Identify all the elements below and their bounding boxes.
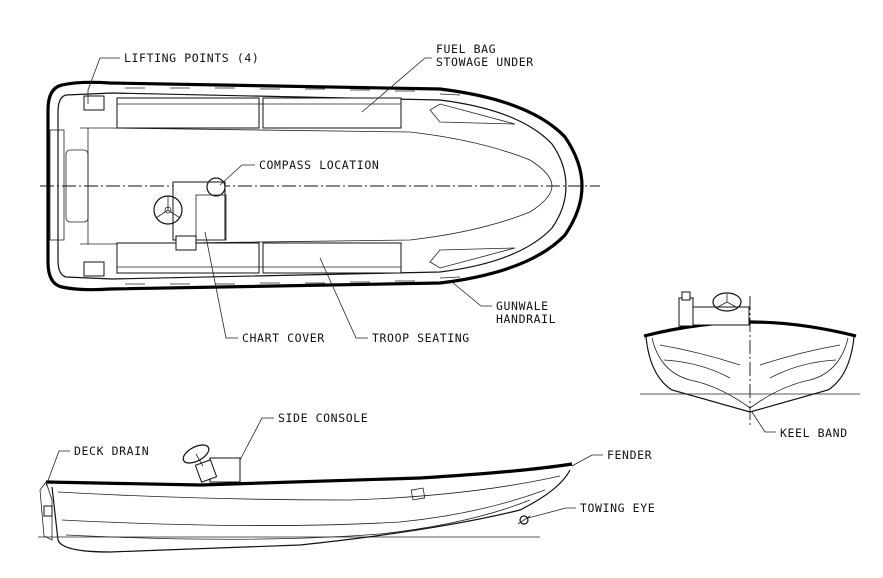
leader-lifting-points	[87, 57, 120, 104]
side-view: SIDE CONSOLE DECK DRAIN FENDER TOWING EY…	[38, 411, 655, 553]
label-gunwale-2: HANDRAIL	[496, 312, 556, 326]
label-towing-eye: TOWING EYE	[580, 501, 655, 515]
plan-transom	[49, 129, 65, 241]
plan-seat-top-fwd	[262, 97, 402, 129]
plan-hull-outline	[46, 80, 584, 292]
leader-chart-cover	[204, 231, 238, 339]
plan-handrail-bottom	[125, 276, 461, 285]
end-chine-left	[659, 344, 741, 366]
end-view: KEEL BAND	[640, 291, 860, 440]
plan-view: LIFTING POINTS (4) FUEL BAG STOWAGE UNDE…	[40, 42, 600, 345]
label-lifting-points: LIFTING POINTS (4)	[124, 51, 259, 65]
plan-seat-top-aft	[116, 97, 260, 129]
plan-compass	[206, 177, 226, 197]
label-keel-band: KEEL BAND	[780, 426, 848, 440]
side-towing-eye-mount	[517, 515, 531, 525]
plan-lifting-point-1	[83, 95, 105, 111]
plan-bow-strake-bottom	[429, 247, 516, 269]
side-hull-bottom	[51, 469, 571, 553]
leader-towing-eye	[527, 507, 576, 519]
side-strake-lower	[61, 489, 546, 526]
side-fender	[45, 462, 573, 487]
leader-troop-seating	[319, 257, 368, 339]
end-strake-right	[769, 359, 837, 379]
leader-keel-band	[751, 411, 776, 433]
leader-fuel-bag	[361, 57, 432, 113]
plan-chart-cover	[175, 235, 197, 251]
plan-seat-bottom-fwd	[262, 242, 402, 274]
label-fender: FENDER	[607, 448, 652, 462]
leader-compass	[219, 164, 255, 186]
side-console	[182, 444, 241, 483]
label-compass: COMPASS LOCATION	[259, 158, 379, 172]
label-side-console: SIDE CONSOLE	[278, 411, 368, 425]
side-transom	[39, 481, 53, 541]
side-strake-upper	[57, 475, 561, 501]
end-steering-wheel	[712, 292, 742, 312]
end-tube-left	[651, 337, 751, 409]
label-chart-cover: CHART COVER	[242, 331, 325, 345]
plan-steering-wheel	[153, 195, 183, 225]
end-seat-post	[678, 291, 694, 327]
plan-deck-edge	[80, 127, 553, 245]
label-gunwale-1: GUNWALE	[496, 299, 549, 313]
end-gunwale	[643, 320, 857, 338]
leader-side-console	[239, 417, 274, 461]
end-tube-right	[749, 337, 849, 409]
leader-gunwale	[451, 281, 492, 307]
label-deck-drain: DECK DRAIN	[74, 444, 149, 458]
end-strake-left	[663, 359, 731, 379]
label-troop-seating: TROOP SEATING	[372, 331, 470, 345]
plan-handrail-top	[125, 87, 461, 96]
plan-lifting-point-2	[83, 261, 105, 277]
label-fuel-bag-1: FUEL BAG	[436, 42, 496, 56]
side-deck-drain	[43, 505, 53, 517]
side-chine	[65, 499, 531, 540]
side-towing-eye	[519, 515, 529, 525]
plan-bow-strake-top	[429, 103, 516, 125]
side-fender-plate	[410, 487, 426, 501]
plan-console	[172, 181, 226, 241]
end-hull	[645, 336, 855, 413]
label-fuel-bag-2: STOWAGE UNDER	[436, 55, 534, 69]
leader-deck-drain	[45, 450, 70, 487]
plan-inner-tube	[57, 92, 567, 280]
end-chine-right	[759, 344, 841, 366]
leader-fender	[571, 454, 603, 467]
